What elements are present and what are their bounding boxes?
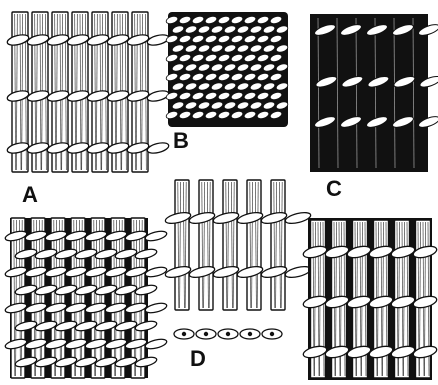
weave-panel-f [302,218,438,380]
section-core [270,332,274,336]
weave-panel-a [6,12,170,172]
cord-twist [284,264,311,279]
weave-panel-c [310,14,438,172]
stake [223,180,237,310]
stake [71,218,85,378]
cord-twist [284,210,311,225]
panel-label-b: B [173,130,189,152]
panel-bg [310,14,428,172]
panel-label-c: C [326,178,342,200]
stake [31,218,45,378]
weave-panel-d [164,180,311,339]
stake [91,218,105,378]
stake [11,218,25,378]
section-core [182,332,186,336]
stake [131,218,145,378]
stake [175,180,189,310]
stake [271,180,285,310]
stake [247,180,261,310]
section-core [226,332,230,336]
stake [51,218,65,378]
panel-label-d: D [190,348,206,370]
section-core [204,332,208,336]
panel-label-a: A [22,184,38,206]
stake [199,180,213,310]
weave-panel-e [4,218,167,378]
stake [111,218,125,378]
section-core [248,332,252,336]
weave-panel-b [165,12,288,127]
